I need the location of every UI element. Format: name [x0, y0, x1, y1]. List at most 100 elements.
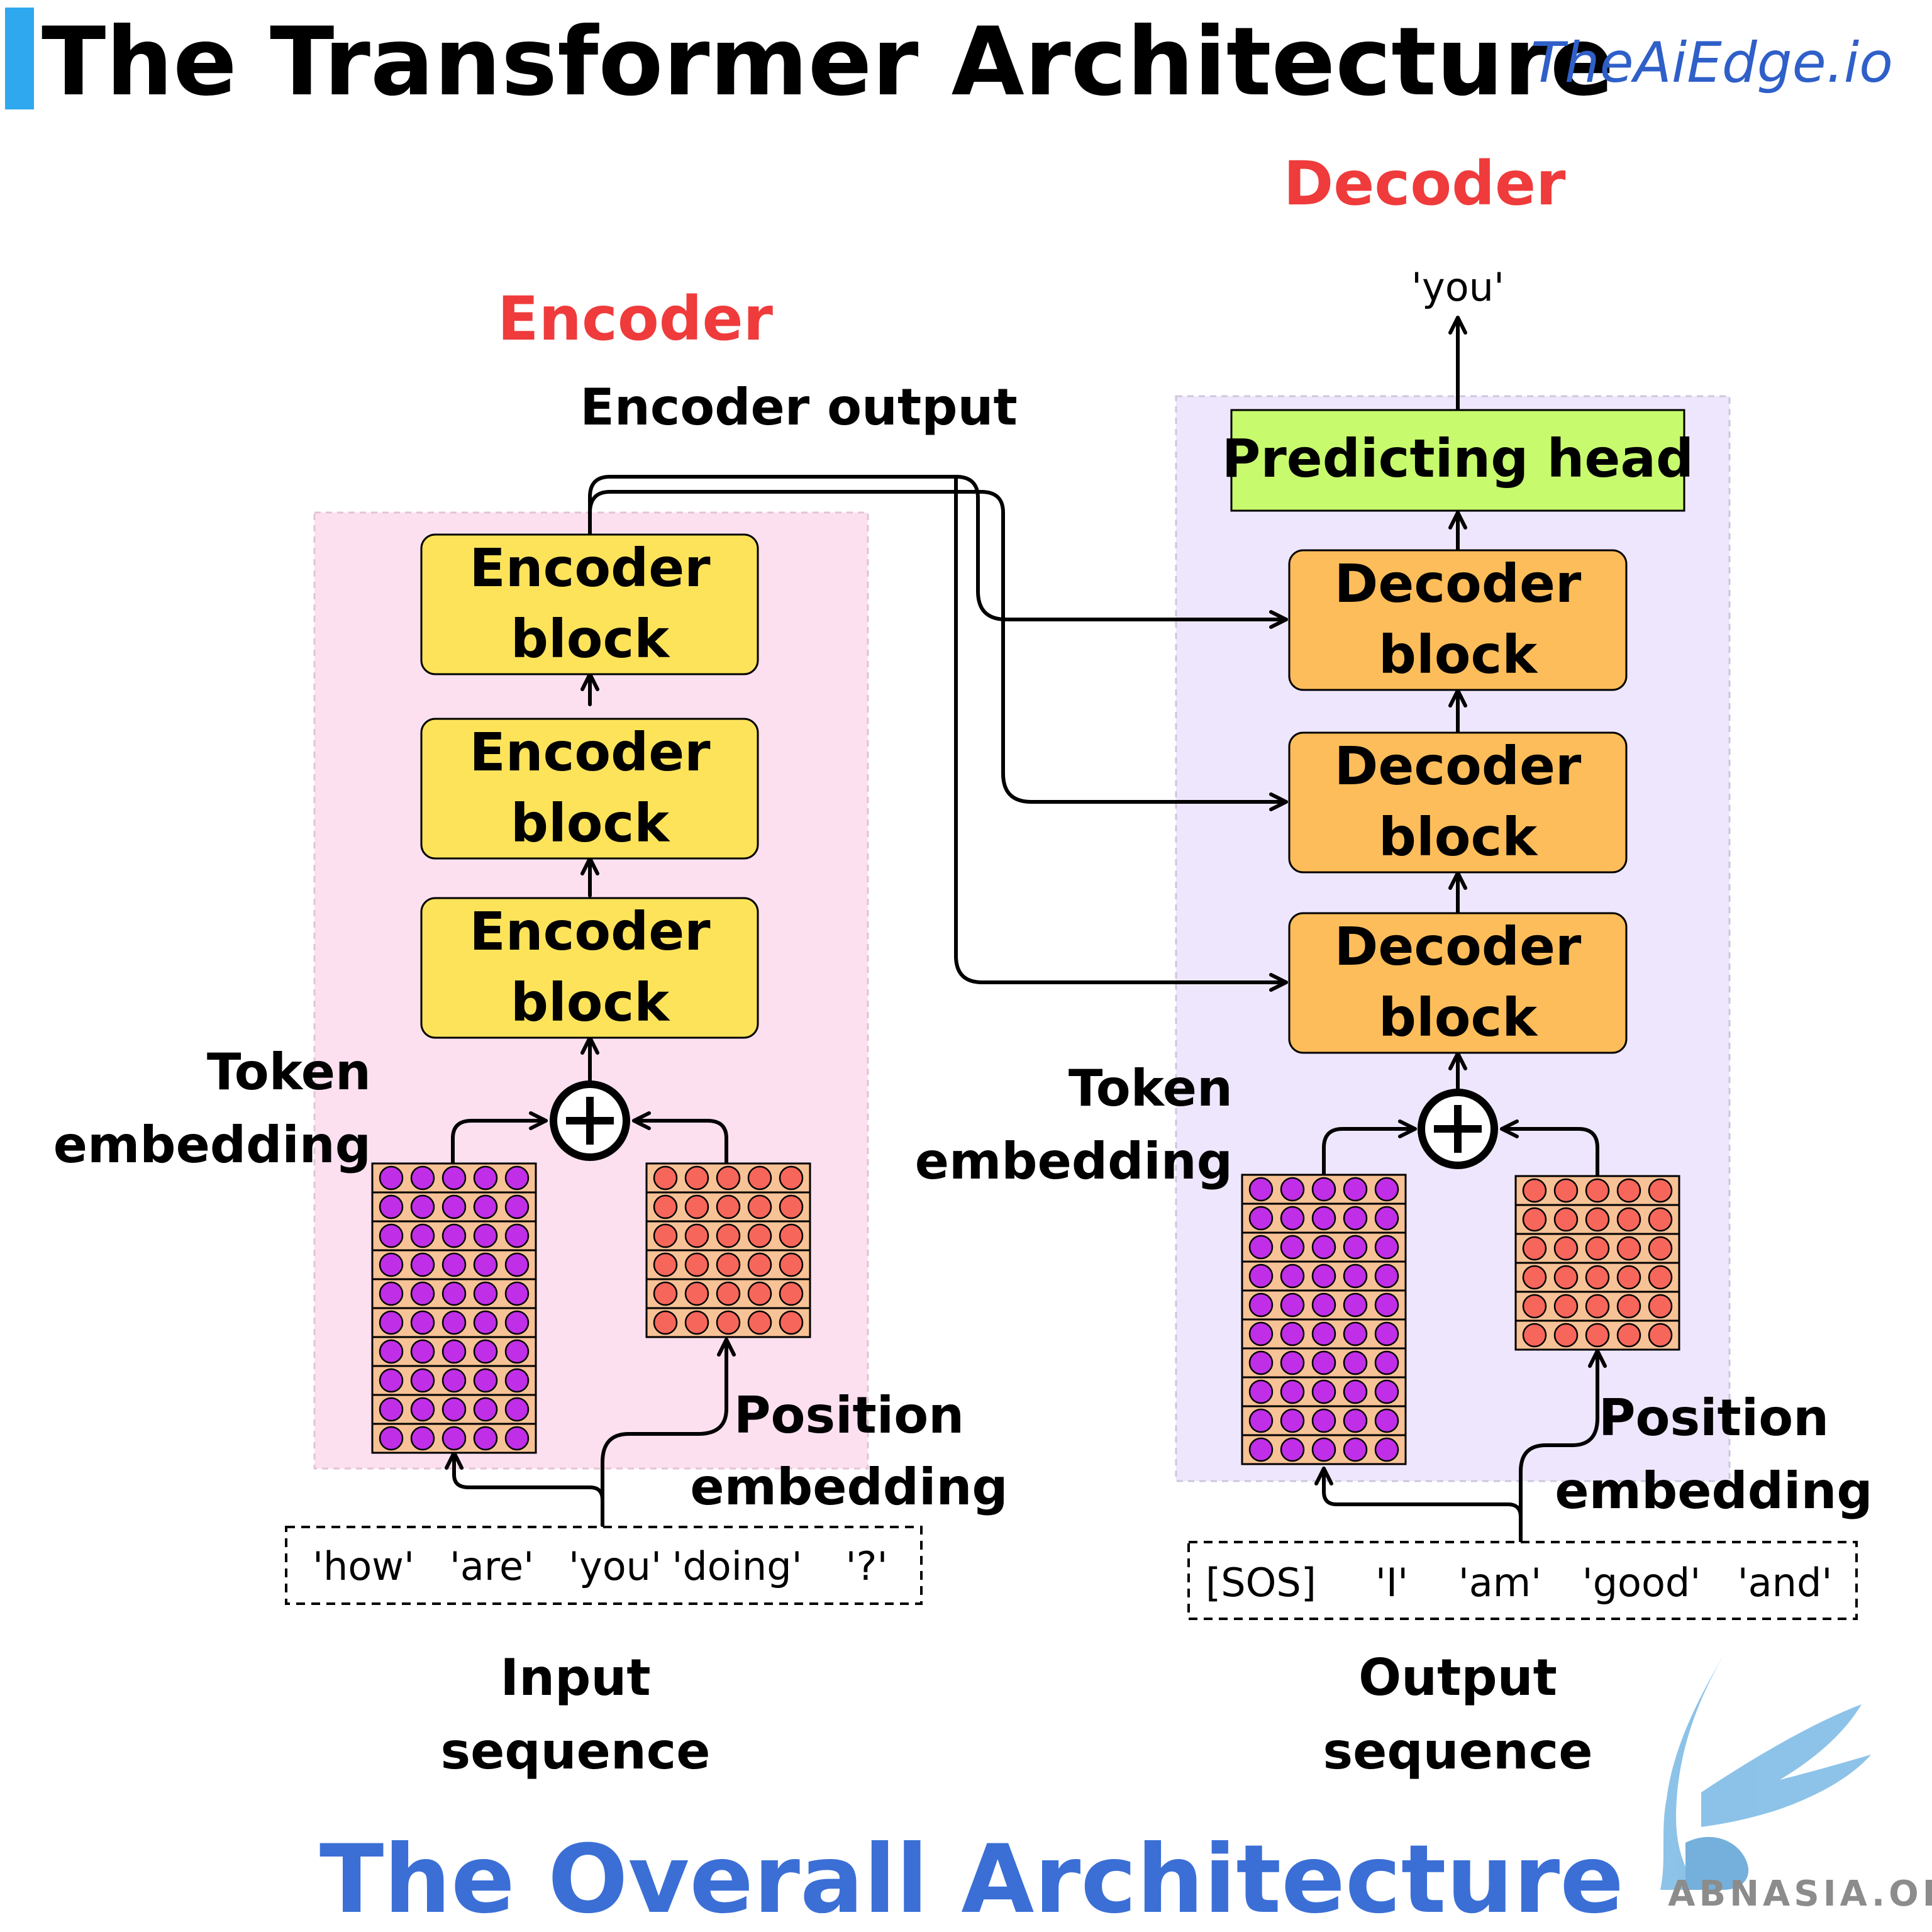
input-token: 'are'	[450, 1543, 534, 1589]
embedding-value-dot	[716, 1252, 741, 1277]
embedding-value-dot	[1374, 1177, 1399, 1202]
embedding-value-dot	[1280, 1206, 1305, 1231]
embedding-value-dot	[1248, 1408, 1274, 1433]
decoder-block-stack: Predicting head Decoder block Decoder bl…	[1222, 409, 1694, 1054]
embedding-value-dot	[653, 1310, 678, 1335]
dec-token-to-sum	[1322, 1119, 1417, 1177]
embedding-value-dot	[684, 1165, 709, 1191]
embedding-value-dot	[410, 1165, 435, 1191]
encoder-output-label: Encoder output	[580, 378, 1017, 436]
embedding-value-dot	[1522, 1294, 1547, 1319]
embedding-value-dot	[1522, 1236, 1547, 1261]
embedding-value-dot	[1374, 1350, 1399, 1375]
embedding-value-dot	[1248, 1263, 1274, 1289]
embedding-value-dot	[1311, 1437, 1336, 1462]
input-sequence-label-line1: Input	[500, 1648, 650, 1707]
predicting-head-box	[1230, 409, 1685, 512]
input-sequence-label-line2: sequence	[441, 1722, 711, 1780]
embedding-value-dot	[1553, 1265, 1579, 1290]
embedding-value-dot	[441, 1165, 467, 1191]
embedding-value-dot	[1553, 1178, 1579, 1203]
embedding-value-dot	[504, 1223, 530, 1248]
embedding-value-dot	[1280, 1437, 1305, 1462]
decoder-position-embedding-label-line1: Position	[1599, 1389, 1829, 1447]
output-token: 'and'	[1738, 1560, 1833, 1606]
embedding-value-dot	[473, 1281, 498, 1306]
embedding-value-dot	[1648, 1294, 1673, 1319]
embedding-value-dot	[1553, 1236, 1579, 1261]
embedding-value-dot	[410, 1281, 435, 1306]
decoder-token-embedding-label-line2: embedding	[915, 1132, 1233, 1191]
embedding-value-dot	[747, 1194, 772, 1219]
embedding-value-dot	[1311, 1292, 1336, 1318]
embedding-value-dot	[473, 1368, 498, 1393]
embedding-value-dot	[441, 1368, 467, 1393]
output-token: 'am'	[1458, 1560, 1541, 1606]
encoder-block	[420, 533, 759, 675]
encoder-to-decoder-middle-wire	[588, 490, 1288, 811]
input-token: 'how'	[313, 1543, 414, 1589]
embedding-value-dot	[747, 1252, 772, 1277]
decoder-position-embedding-grid	[1514, 1175, 1680, 1351]
output-sequence-box	[1187, 1541, 1858, 1620]
embedding-value-dot	[504, 1397, 530, 1422]
embedding-value-dot	[1374, 1408, 1399, 1433]
embedding-value-dot	[779, 1252, 804, 1277]
encoder-block-stack: Encoder block Encoder block Encoder bloc…	[420, 533, 759, 1039]
embedding-value-dot	[473, 1194, 498, 1219]
embedding-value-dot	[1311, 1263, 1336, 1289]
embedding-value-dot	[379, 1165, 404, 1191]
embedding-value-dot	[1374, 1292, 1399, 1318]
encoder-block	[420, 718, 759, 860]
embedding-value-dot	[379, 1223, 404, 1248]
embedding-value-dot	[379, 1368, 404, 1393]
encoder-position-embedding-label-line2: embedding	[690, 1458, 1008, 1516]
encoder-token-embedding-label-line1: Token	[207, 1043, 371, 1101]
embedding-value-dot	[716, 1194, 741, 1219]
embedding-value-dot	[410, 1397, 435, 1422]
title-accent-bar	[5, 8, 34, 109]
embedding-value-dot	[1522, 1207, 1547, 1232]
output-token: 'good'	[1582, 1560, 1701, 1606]
embedding-value-dot	[684, 1252, 709, 1277]
embedding-value-dot	[441, 1310, 467, 1335]
embedding-value-dot	[379, 1252, 404, 1277]
embedding-value-dot	[1616, 1323, 1641, 1348]
embedding-value-dot	[410, 1368, 435, 1393]
embedding-value-dot	[1248, 1177, 1274, 1202]
embedding-value-dot	[747, 1223, 772, 1248]
brand-link[interactable]: TheAiEdge.io	[1531, 30, 1893, 95]
output-token: 'I'	[1375, 1560, 1408, 1606]
embedding-value-dot	[1343, 1350, 1368, 1375]
embedding-value-dot	[410, 1252, 435, 1277]
embedding-value-dot	[1248, 1235, 1274, 1260]
embedding-value-dot	[379, 1426, 404, 1451]
input-token: '?'	[846, 1543, 888, 1589]
embedding-value-dot	[1343, 1321, 1368, 1346]
embedding-value-dot	[1374, 1321, 1399, 1346]
embedding-value-dot	[504, 1165, 530, 1191]
decoder-token-embedding-grid	[1241, 1174, 1407, 1465]
embedding-value-dot	[1374, 1379, 1399, 1404]
embedding-value-dot	[1343, 1292, 1368, 1318]
embedding-value-dot	[1248, 1206, 1274, 1231]
predicting-head-label: Predicting head	[1222, 428, 1694, 489]
embedding-value-dot	[1648, 1265, 1673, 1290]
decoder-block-label-line1: Decoder	[1335, 735, 1582, 797]
embedding-value-dot	[1648, 1236, 1673, 1261]
embedding-value-dot	[410, 1194, 435, 1219]
embedding-value-dot	[1248, 1379, 1274, 1404]
output-token: [SOS]	[1206, 1560, 1316, 1606]
encoder-block-label-line2: block	[511, 608, 670, 670]
embedding-value-dot	[1248, 1350, 1274, 1375]
encoder-block-label-line2: block	[511, 792, 670, 854]
embedding-value-dot	[1616, 1294, 1641, 1319]
dec-pos-to-sum	[1500, 1119, 1599, 1178]
embedding-value-dot	[379, 1194, 404, 1219]
embedding-value-dot	[747, 1165, 772, 1191]
encoder-token-embedding-grid	[371, 1162, 537, 1454]
encoder-block-label-line1: Encoder	[469, 721, 711, 783]
decoder-block-label-line1: Decoder	[1335, 916, 1582, 977]
embedding-value-dot	[1585, 1207, 1610, 1232]
encoder-to-decoder-bottom-wire	[954, 475, 1288, 992]
